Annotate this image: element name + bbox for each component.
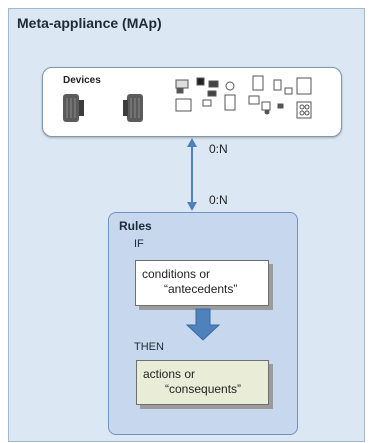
cardinality-bottom-label: 0:N	[209, 193, 228, 207]
then-label: THEN	[134, 341, 164, 353]
devices-label: Devices	[63, 75, 101, 86]
actions-box: actions or “consequents”	[136, 360, 269, 405]
gateway-device-icon	[63, 94, 84, 122]
map-title: Meta-appliance (MAp)	[17, 15, 162, 31]
device-icons	[63, 75, 312, 122]
devices-box: Devices	[42, 67, 342, 137]
rules-title: Rules	[119, 219, 152, 233]
conditions-line-1: conditions or	[142, 267, 211, 281]
map-frame: Meta-appliance (MAp) Devices	[8, 8, 365, 442]
gateway-device-icon	[123, 94, 143, 122]
if-label: IF	[134, 238, 144, 250]
flow-arrow-down-icon	[185, 308, 221, 341]
conditions-line-2: “antecedents”	[164, 282, 238, 296]
appliance-icons	[175, 75, 312, 119]
actions-line-2: “consequents”	[165, 382, 242, 396]
conditions-box: conditions or “antecedents”	[135, 260, 269, 306]
rules-box: Rules IF conditions or “antecedents” THE…	[108, 212, 298, 435]
actions-line-1: actions or	[143, 367, 196, 381]
cardinality-top-label: 0:N	[209, 142, 228, 156]
association-link	[187, 138, 197, 211]
